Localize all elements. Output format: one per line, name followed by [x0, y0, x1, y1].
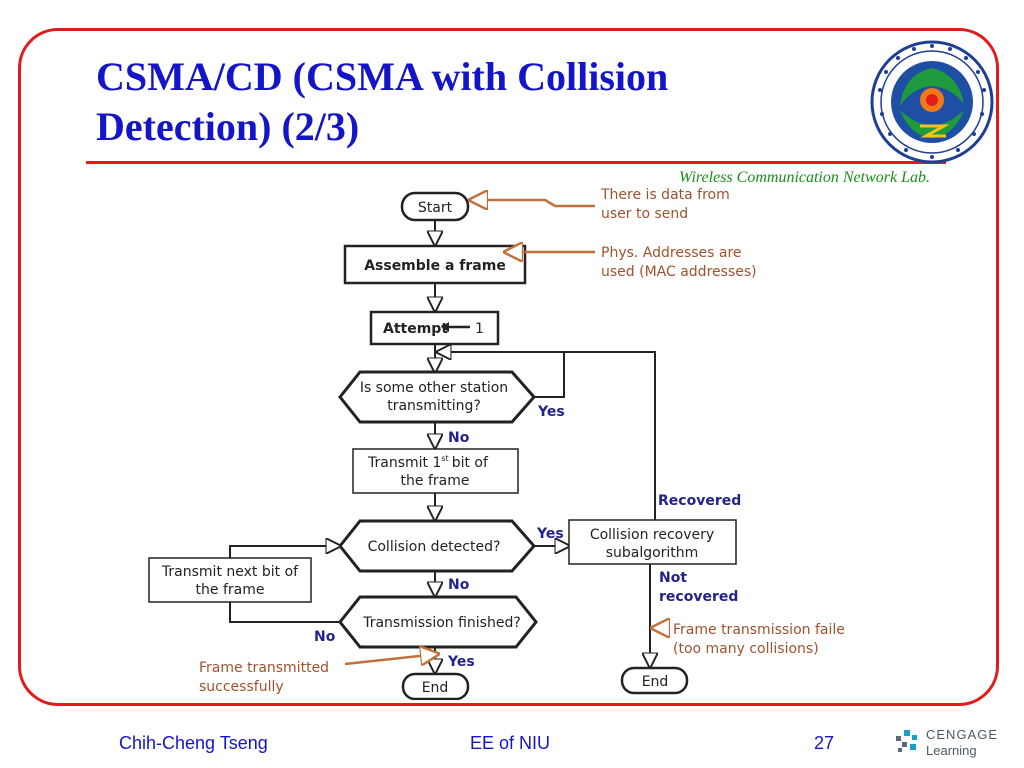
- attempt-box: Attempt 1: [369, 310, 500, 346]
- title-line-2: Detection) (2/3): [96, 104, 360, 149]
- arrow-next-bit-to-collision: [229, 546, 340, 558]
- note-pointer-success: [344, 654, 438, 664]
- publisher-line-2: Learning: [926, 743, 977, 758]
- next-bit-line-1: Transmit next bit of: [161, 564, 299, 580]
- arrow-no-to-next-bit: [229, 602, 340, 623]
- end-right-label: End: [642, 674, 669, 690]
- publisher-line-1: CENGAGE: [926, 727, 998, 742]
- note-data-line-1: There is data from: [600, 187, 730, 203]
- footer-department: EE of NIU: [470, 733, 551, 753]
- transmit-first-line-2: the frame: [401, 473, 470, 489]
- note-phys-line-1: Phys. Addresses are: [601, 245, 742, 261]
- attempt-value: 1: [475, 321, 484, 337]
- collision-question: Collision detected?: [368, 539, 501, 555]
- label-no-station: No: [448, 430, 470, 446]
- assemble-frame-label: Assemble a frame: [364, 258, 506, 274]
- transmit-first-a: Transmit 1: [367, 455, 441, 471]
- slide-frame: [18, 28, 999, 706]
- note-fail-line-1: Frame transmission faile: [673, 622, 845, 638]
- arrow-recovered-to-retry: [564, 351, 656, 520]
- label-no-collision: No: [448, 577, 470, 593]
- transmit-next-bit-box: Transmit next bit of the frame: [148, 557, 312, 603]
- label-yes-collision: Yes: [536, 526, 564, 542]
- note-phys-line-2: used (MAC addresses): [601, 264, 757, 280]
- assemble-frame-box: Assemble a frame: [343, 244, 527, 285]
- label-yes-finished: Yes: [447, 654, 475, 670]
- station-question-line-2: transmitting?: [387, 398, 481, 414]
- recovery-line-2: subalgorithm: [606, 545, 699, 561]
- university-seal-logo: [870, 40, 994, 164]
- collision-detected-decision: Collision detected?: [338, 519, 536, 573]
- footer-page-number: 27: [814, 733, 835, 753]
- next-bit-line-2: the frame: [196, 582, 265, 598]
- transmit-first-text: Transmit 1st bit of: [367, 454, 489, 471]
- label-not-recovered-1: Not: [659, 570, 687, 586]
- finished-question: Transmission finished?: [362, 615, 521, 631]
- transmission-finished-decision: Transmission finished?: [338, 595, 538, 649]
- title-underline: [86, 161, 946, 164]
- arrow-yes-retry-loop: [437, 352, 565, 398]
- note-success-line-1: Frame transmitted: [199, 660, 329, 676]
- start-node: Start: [400, 191, 470, 222]
- footer-author: Chih-Cheng Tseng: [119, 733, 268, 753]
- label-no-finished: No: [314, 629, 336, 645]
- cengage-mark-icon: [896, 730, 917, 752]
- end-left-label: End: [422, 680, 449, 696]
- transmit-first-bit-box: Transmit 1st bit of the frame: [352, 448, 519, 494]
- end-node-failure: End: [620, 666, 689, 695]
- slide-title: CSMA/CD (CSMA with Collision Detection) …: [96, 52, 668, 152]
- label-recovered: Recovered: [658, 493, 741, 509]
- end-node-success: End: [401, 672, 470, 700]
- recovery-line-1: Collision recovery: [590, 527, 714, 543]
- attempt-label: Attempt: [383, 321, 448, 337]
- note-data-line-2: user to send: [601, 206, 688, 222]
- attempt-assign-arrowhead: [441, 322, 449, 332]
- transmit-first-sup: st: [441, 454, 448, 463]
- note-pointer-data: [470, 200, 595, 206]
- label-not-recovered-2: recovered: [659, 589, 738, 605]
- collision-recovery-box: Collision recovery subalgorithm: [568, 519, 737, 565]
- csma-cd-flowchart: Start Assemble a frame Attempt 1 Is some…: [148, 187, 845, 700]
- cengage-learning-logo: CENGAGE Learning: [896, 727, 998, 758]
- station-question-line-1: Is some other station: [360, 380, 508, 396]
- note-success-line-2: successfully: [199, 679, 284, 695]
- station-transmitting-decision: Is some other station transmitting?: [338, 370, 536, 424]
- start-label: Start: [418, 200, 453, 216]
- lab-name: Wireless Communication Network Lab.: [679, 169, 930, 186]
- title-line-1: CSMA/CD (CSMA with Collision: [96, 54, 669, 99]
- label-yes-station: Yes: [537, 404, 565, 420]
- note-fail-line-2: (too many collisions): [673, 641, 819, 657]
- transmit-first-b: bit of: [452, 455, 489, 471]
